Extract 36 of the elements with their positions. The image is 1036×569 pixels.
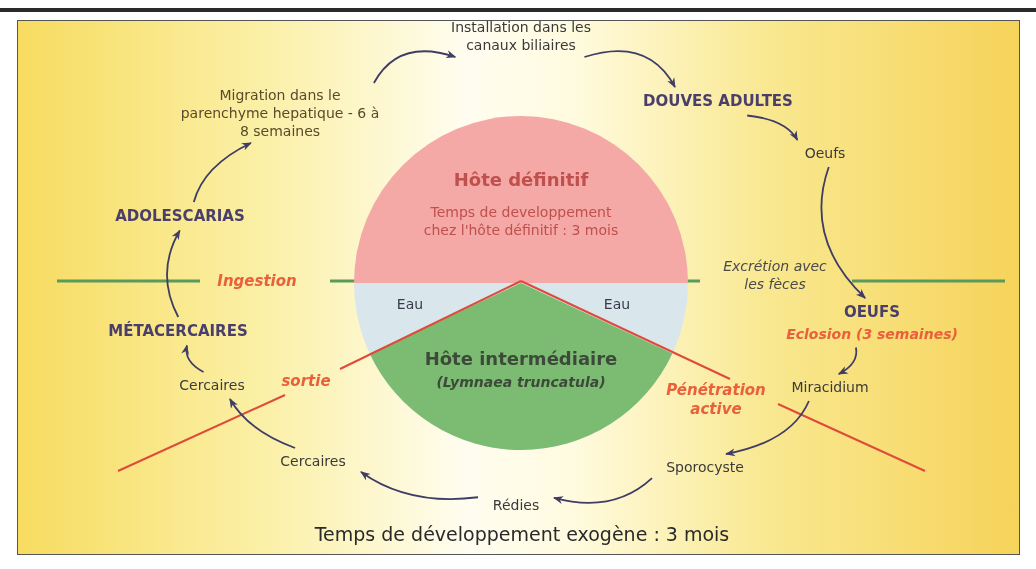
arrow	[166, 229, 181, 318]
arrow	[820, 166, 867, 299]
stage-note: Ingestion	[216, 271, 298, 292]
stage-note: Eclosion (3 semaines)	[786, 324, 958, 344]
arrow	[746, 114, 799, 141]
arrow	[837, 346, 858, 375]
stage-note: Pénétration active	[666, 381, 766, 419]
stage-label: Cercaires	[167, 375, 257, 396]
caption: Temps de développement exogène : 3 mois	[313, 522, 731, 547]
region-label: Eau	[395, 295, 425, 314]
arrow	[725, 400, 810, 457]
stage-note: sortie	[280, 371, 332, 392]
stage-label: Installation dans les canaux biliaires	[446, 18, 596, 54]
stage-label: Miracidium	[775, 377, 885, 398]
stage-label: Sporocyste	[655, 457, 755, 478]
stage-label: Rédies	[481, 495, 551, 516]
host-description: Temps de developpement chez l'hôte définitif : 3 mois	[422, 203, 620, 239]
species-name: (Lymnaea truncatula)	[436, 373, 606, 392]
arrow	[360, 471, 479, 500]
stage-note: Excrétion avec les fèces	[722, 257, 828, 293]
host-title: Hôte définitif	[453, 168, 589, 192]
arrow	[373, 50, 457, 84]
host-title: Hôte intermédiaire	[424, 347, 618, 371]
stage-label: Cercaires	[268, 451, 358, 472]
arrow	[553, 477, 653, 504]
stage-label: OEUFS	[843, 302, 901, 323]
stage-label: DOUVES ADULTES	[633, 90, 803, 113]
stage-label: Migration dans le parenchyme hepatique - 6 à 8 semaines	[180, 86, 380, 140]
stage-label: MÉTACERCAIRES	[98, 320, 258, 343]
region-label: Eau	[602, 295, 632, 314]
arrow	[583, 50, 676, 88]
stage-label: ADOLESCARIAS	[100, 205, 260, 228]
arrow	[192, 142, 252, 203]
stage-label: Oeufs	[790, 143, 860, 164]
arrow	[229, 398, 296, 449]
arrow	[181, 344, 205, 373]
